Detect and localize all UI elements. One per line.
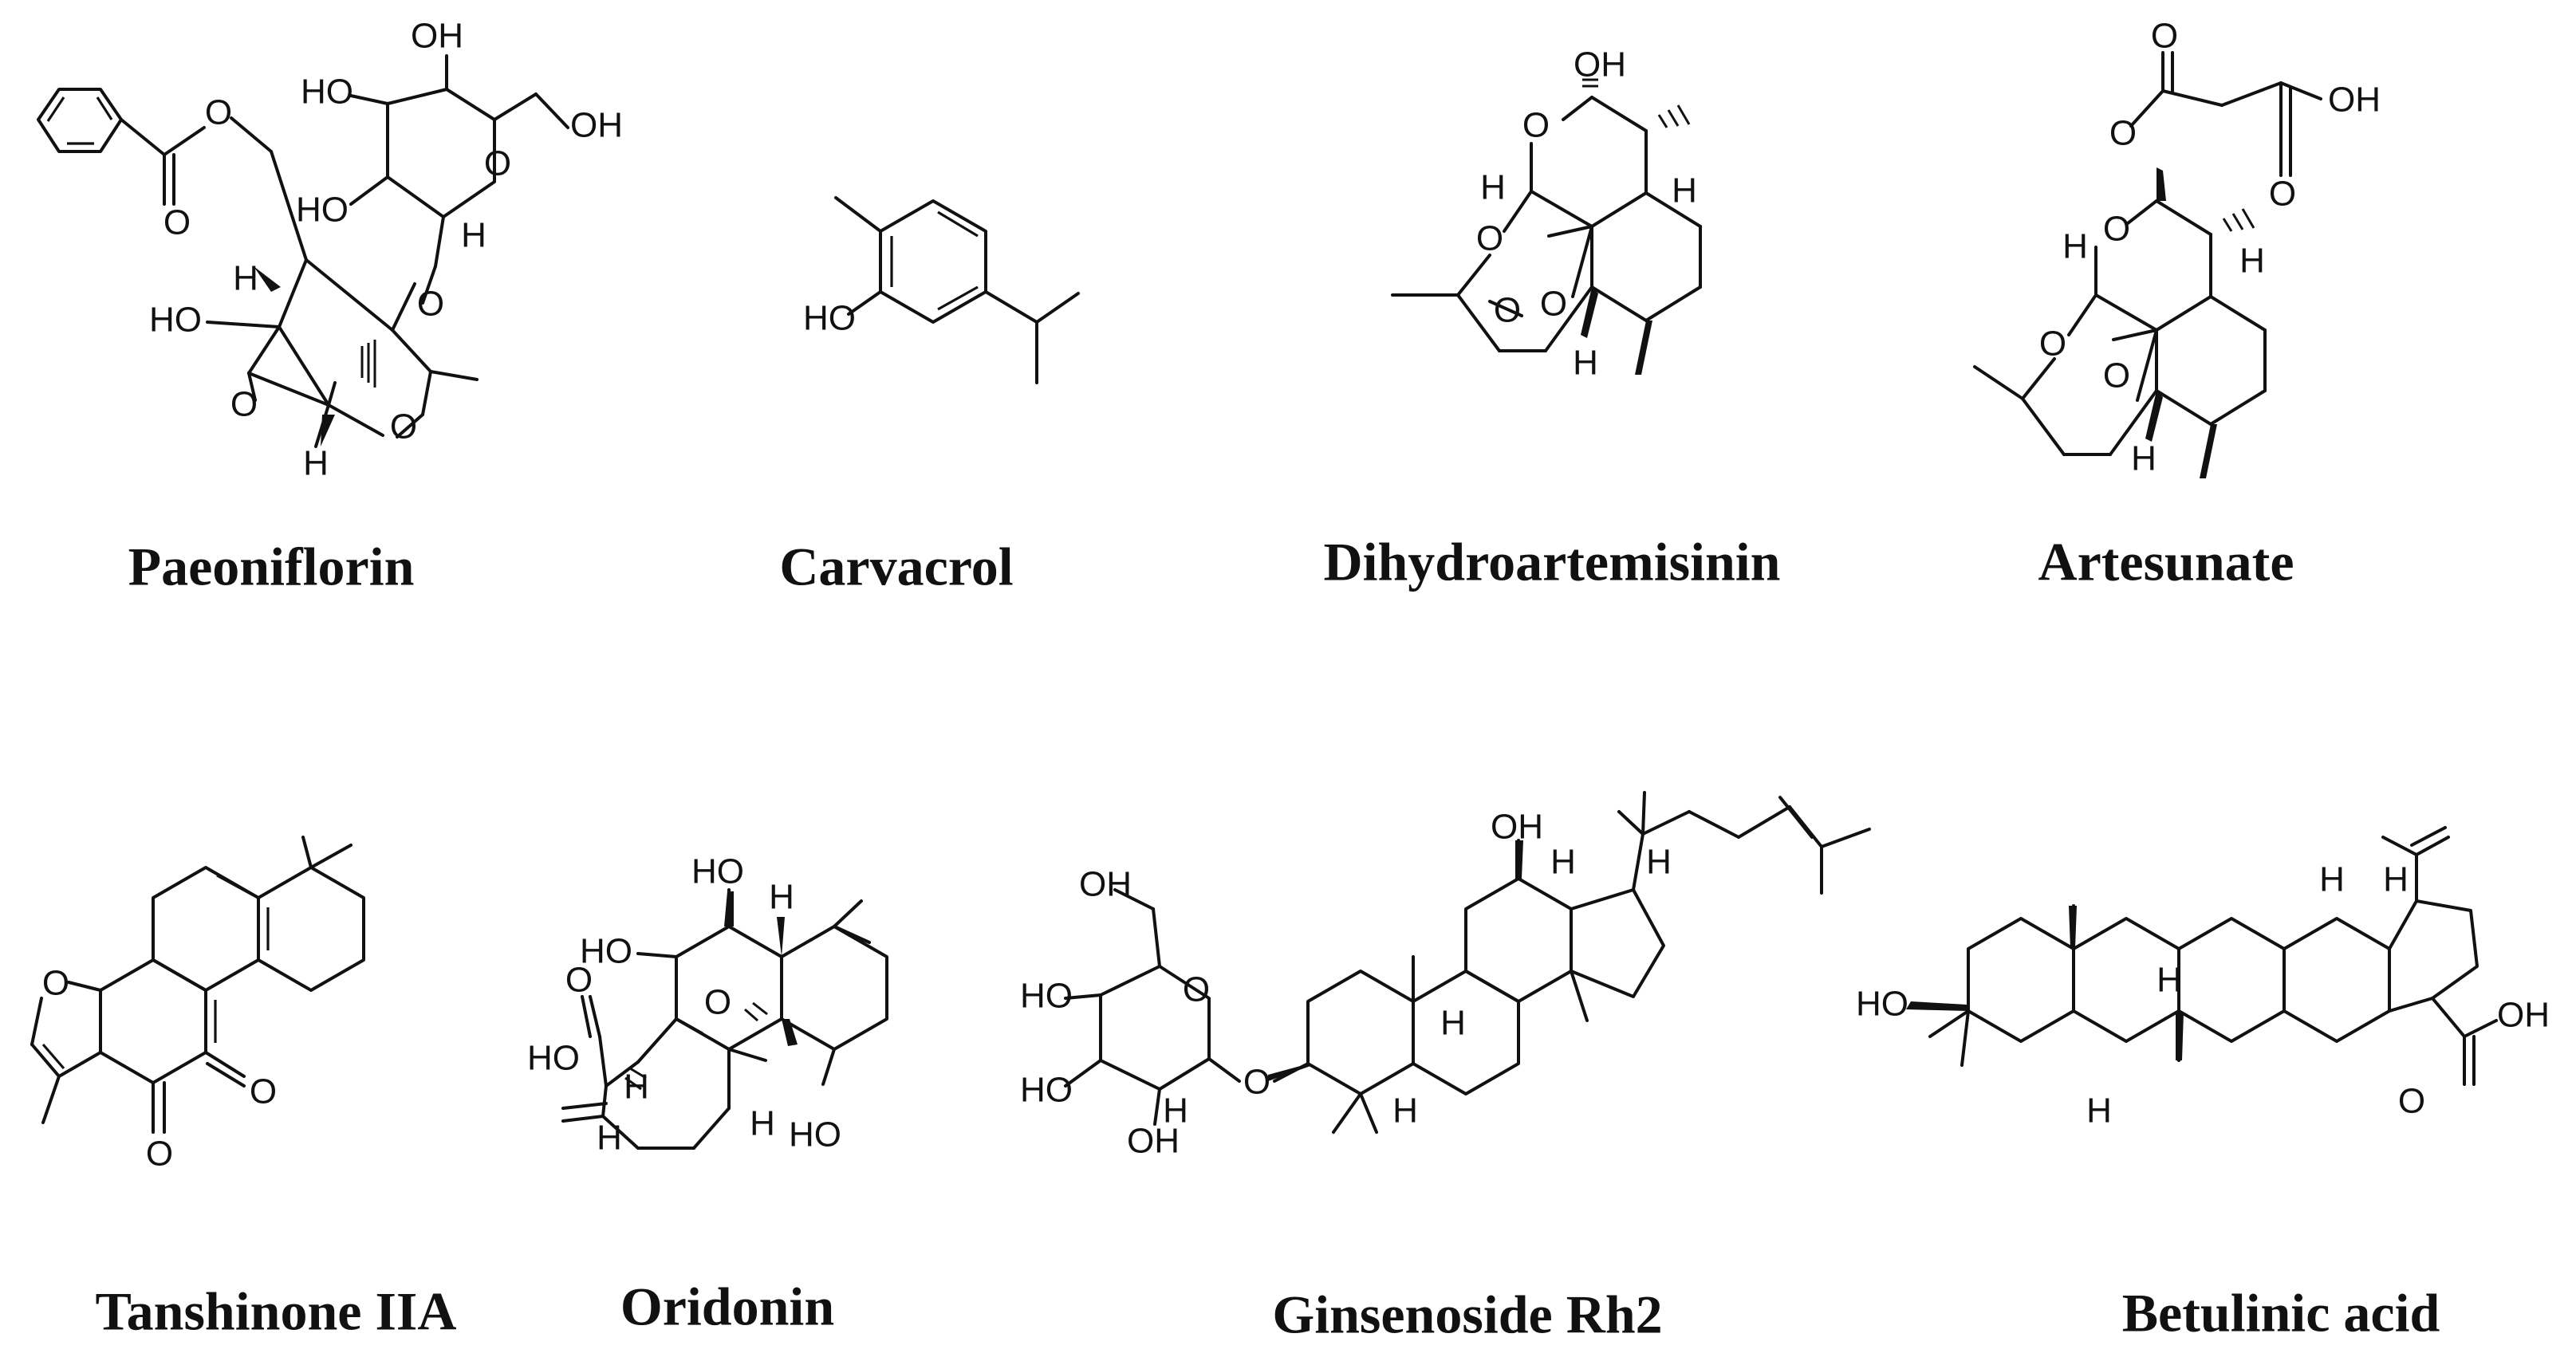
label-oh: OH xyxy=(1491,808,1543,847)
label-ho: HO xyxy=(691,852,744,891)
label-h: H xyxy=(2319,860,2345,899)
caption-artesunate: Artesunate xyxy=(2038,532,2294,592)
label-oh: OH xyxy=(570,106,623,145)
label-o: O xyxy=(42,964,69,1003)
label-h: H xyxy=(1646,843,1672,882)
structure-oridonin: HO HO H O O HO H H H HO Oridonin xyxy=(527,852,888,1337)
caption-tanshinone-iia: Tanshinone IIA xyxy=(96,1281,457,1342)
label-oh: OH xyxy=(2328,81,2381,120)
label-o: O xyxy=(2109,114,2137,153)
label-h: H xyxy=(233,259,258,298)
caption-dihydroartemisinin: Dihydroartemisinin xyxy=(1323,532,1780,592)
label-oh: OH xyxy=(1574,45,1626,85)
label-o: O xyxy=(417,285,444,324)
label-ho: HO xyxy=(149,301,202,340)
label-oh: OH xyxy=(2497,996,2550,1035)
label-o: O xyxy=(146,1135,173,1174)
label-o: O xyxy=(2103,356,2130,395)
label-o: O xyxy=(390,407,417,446)
label-h: H xyxy=(2062,227,2088,266)
label-ho: HO xyxy=(296,191,349,230)
label-h: H xyxy=(2383,860,2409,899)
label-h: H xyxy=(1440,1004,1466,1043)
label-h: H xyxy=(1550,843,1576,882)
label-h: H xyxy=(1672,171,1697,210)
label-o: O xyxy=(250,1072,277,1111)
label-o: O xyxy=(1522,106,1550,145)
label-h: H xyxy=(624,1068,649,1107)
caption-oridonin: Oridonin xyxy=(620,1276,834,1337)
label-o: O xyxy=(163,203,191,242)
structure-paeoniflorin: OH HO OH HO H O O O HO H O O O H Paeonif… xyxy=(37,17,623,597)
structure-carvacrol: HO Carvacrol xyxy=(779,196,1080,597)
label-o: O xyxy=(1494,291,1521,330)
structure-tanshinone-iia: O O O Tanshinone IIA xyxy=(30,836,457,1342)
label-h: H xyxy=(750,1104,775,1143)
caption-paeoniflorin: Paeoniflorin xyxy=(128,537,415,597)
label-h: H xyxy=(2086,1092,2112,1131)
label-o: O xyxy=(1540,285,1567,324)
structure-artesunate: O OH O O H H O O O H Artesunate xyxy=(1973,17,2381,592)
label-h: H xyxy=(303,444,329,483)
label-o: O xyxy=(2039,325,2066,364)
label-h: H xyxy=(2157,961,2182,1000)
caption-carvacrol: Carvacrol xyxy=(779,537,1013,597)
label-o: O xyxy=(2151,17,2178,56)
label-h: H xyxy=(769,878,794,917)
label-o: O xyxy=(704,983,731,1022)
label-o: O xyxy=(2269,175,2296,214)
label-h: H xyxy=(1480,168,1506,207)
label-o: O xyxy=(2103,210,2130,249)
label-ho: HO xyxy=(527,1039,580,1078)
label-ho: HO xyxy=(789,1115,841,1154)
structure-betulinic-acid: HO H H H H O OH Betulinic acid xyxy=(1856,826,2550,1343)
label-o: O xyxy=(1183,970,1210,1009)
label-o: O xyxy=(565,961,593,1000)
structure-dihydroartemisinin: OH O H H O O O H Dihydroartemisinin xyxy=(1323,45,1780,592)
label-ho: HO xyxy=(1856,985,1908,1024)
label-oh: OH xyxy=(1127,1122,1180,1161)
label-h: H xyxy=(1163,1092,1188,1131)
label-oh: OH xyxy=(411,17,463,56)
label-o: O xyxy=(1243,1063,1270,1102)
label-o: O xyxy=(230,385,258,424)
caption-betulinic-acid: Betulinic acid xyxy=(2122,1283,2440,1343)
label-h: H xyxy=(1392,1092,1418,1131)
label-ho: HO xyxy=(803,299,856,338)
label-h: H xyxy=(2131,439,2157,478)
label-ho: HO xyxy=(580,932,632,971)
caption-ginsenoside-rh2: Ginsenoside Rh2 xyxy=(1272,1284,1662,1345)
label-o: O xyxy=(484,144,511,183)
label-o: O xyxy=(205,93,232,132)
label-ho: HO xyxy=(1020,1071,1073,1110)
label-h: H xyxy=(597,1119,622,1158)
label-ho: HO xyxy=(301,73,353,112)
label-o: O xyxy=(1476,219,1503,258)
label-o: O xyxy=(2398,1082,2425,1121)
label-h: H xyxy=(461,216,486,255)
structure-ginsenoside-rh2: OH HO HO O H OH O H H OH H H Ginsenoside… xyxy=(1020,791,1871,1345)
label-h: H xyxy=(1573,344,1598,383)
label-ho: HO xyxy=(1020,977,1073,1016)
label-oh: OH xyxy=(1079,865,1132,904)
label-h: H xyxy=(2239,242,2265,281)
